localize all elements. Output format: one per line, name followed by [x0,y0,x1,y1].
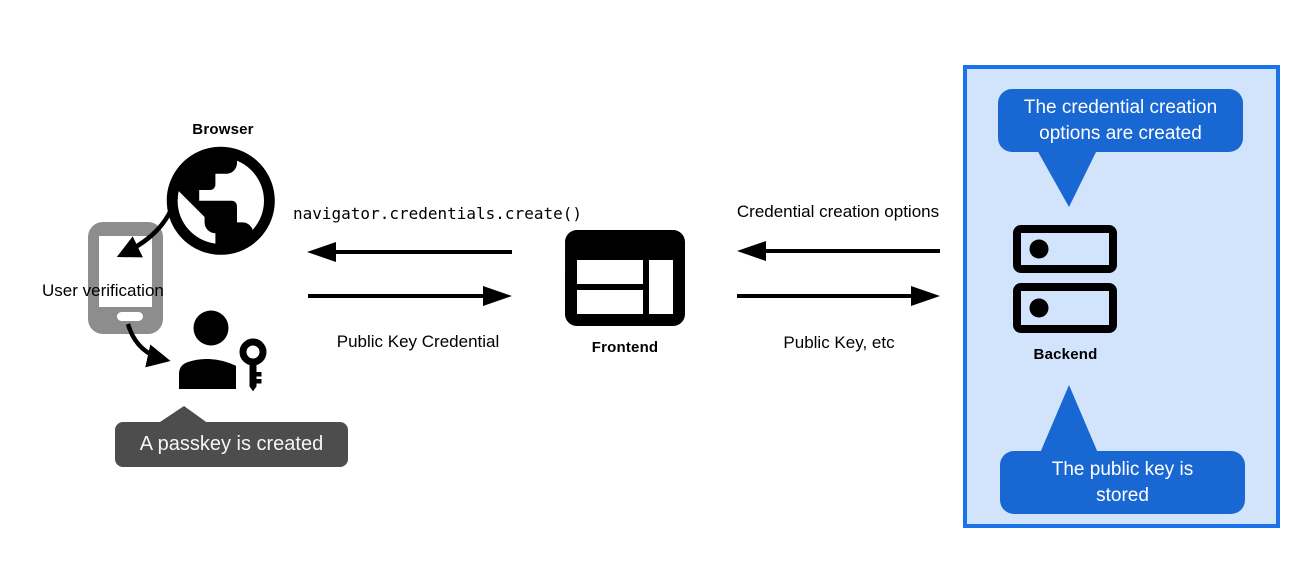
passkey-created-tooltip-text: A passkey is created [139,433,324,455]
credential-creation-options-label: Credential creation options [736,202,940,221]
creation-options-bubble-line1: The credential creation [1023,96,1218,118]
arrow-browser-to-device [116,196,179,258]
public-key-stored-bubble-line2: stored [1096,484,1149,506]
arrow-device-to-user [125,323,171,368]
browser-label: Browser [192,121,254,138]
browser-window-icon [565,230,685,326]
public-key-etc-label: Public Key, etc [783,333,895,352]
arrow-public-key-credential [308,286,512,306]
backend-label: Backend [1033,346,1098,363]
globe-icon [166,146,275,255]
public-key-stored-bubble-line1: The public key is [1051,458,1194,480]
passkey-created-tooltip: A passkey is created [115,422,348,467]
person-key-icon [179,310,267,392]
arrow-credential-options [737,241,940,261]
public-key-stored-bubble: The public key is stored [1000,451,1245,514]
user-verification-label: User verification [42,281,164,300]
creation-options-bubble-line2: options are created [1039,122,1202,144]
create-call-label: navigator.credentials.create() [293,204,582,223]
arrow-create-call [307,242,512,262]
smartphone-icon [88,222,163,334]
arrow-public-key-etc [737,286,940,306]
creation-options-bubble: The credential creation options are crea… [998,89,1243,152]
public-key-credential-label: Public Key Credential [336,332,500,351]
frontend-label: Frontend [591,339,659,356]
